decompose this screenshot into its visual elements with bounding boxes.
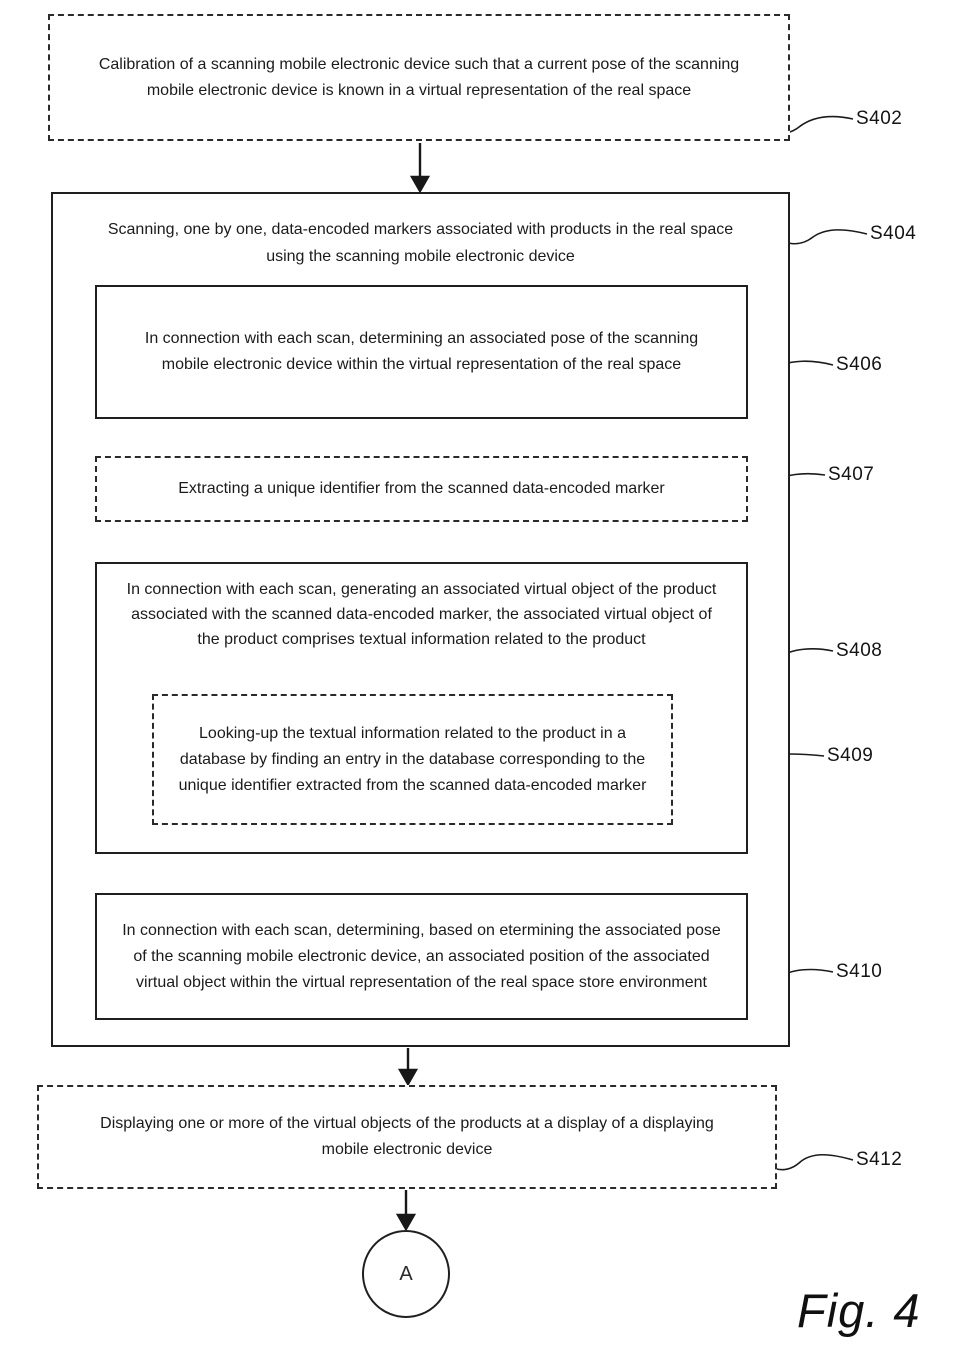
step-label-s404: S404 bbox=[870, 223, 917, 244]
step-text-s409: Looking-up the textual information relat… bbox=[178, 724, 647, 794]
step-box-s402: Calibration of a scanning mobile electro… bbox=[48, 14, 790, 141]
step-label-s409: S409 bbox=[827, 745, 874, 766]
offpage-connector-a: A bbox=[362, 1230, 450, 1318]
step-text-s406: In connection with each scan, determinin… bbox=[144, 330, 699, 373]
step-box-s408: In connection with each scan, generating… bbox=[95, 562, 748, 854]
flow-arrow-s402-to-s404 bbox=[409, 143, 431, 194]
step-text-s408: In connection with each scan, generating… bbox=[126, 581, 717, 648]
figure-caption: Fig. 4 bbox=[797, 1284, 921, 1337]
step-box-s410: In connection with each scan, determinin… bbox=[95, 893, 748, 1020]
step-label-s412: S412 bbox=[856, 1149, 903, 1170]
offpage-connector-label: A bbox=[399, 1262, 413, 1285]
step-label-s408: S408 bbox=[836, 640, 883, 661]
step-box-s409: Looking-up the textual information relat… bbox=[152, 694, 673, 825]
step-label-s407: S407 bbox=[828, 464, 875, 485]
step-box-s406: In connection with each scan, determinin… bbox=[95, 285, 748, 419]
step-text-s407: Extracting a unique identifier from the … bbox=[178, 480, 665, 497]
flow-arrow-s412-to-connector bbox=[395, 1190, 417, 1232]
step-text-s410: In connection with each scan, determinin… bbox=[122, 921, 721, 991]
step-text-s402: Calibration of a scanning mobile electro… bbox=[98, 55, 740, 99]
step-box-s404: Scanning, one by one, data-encoded marke… bbox=[51, 192, 790, 1047]
step-label-s402: S402 bbox=[856, 108, 903, 129]
step-label-s406: S406 bbox=[836, 354, 883, 375]
step-box-s407: Extracting a unique identifier from the … bbox=[95, 456, 748, 522]
step-box-s412: Displaying one or more of the virtual ob… bbox=[37, 1085, 777, 1189]
step-text-s404: Scanning, one by one, data-encoded marke… bbox=[107, 221, 734, 265]
step-label-s410: S410 bbox=[836, 961, 883, 982]
flow-arrow-s404-to-s412 bbox=[397, 1048, 419, 1087]
step-text-s412: Displaying one or more of the virtual ob… bbox=[100, 1115, 714, 1158]
